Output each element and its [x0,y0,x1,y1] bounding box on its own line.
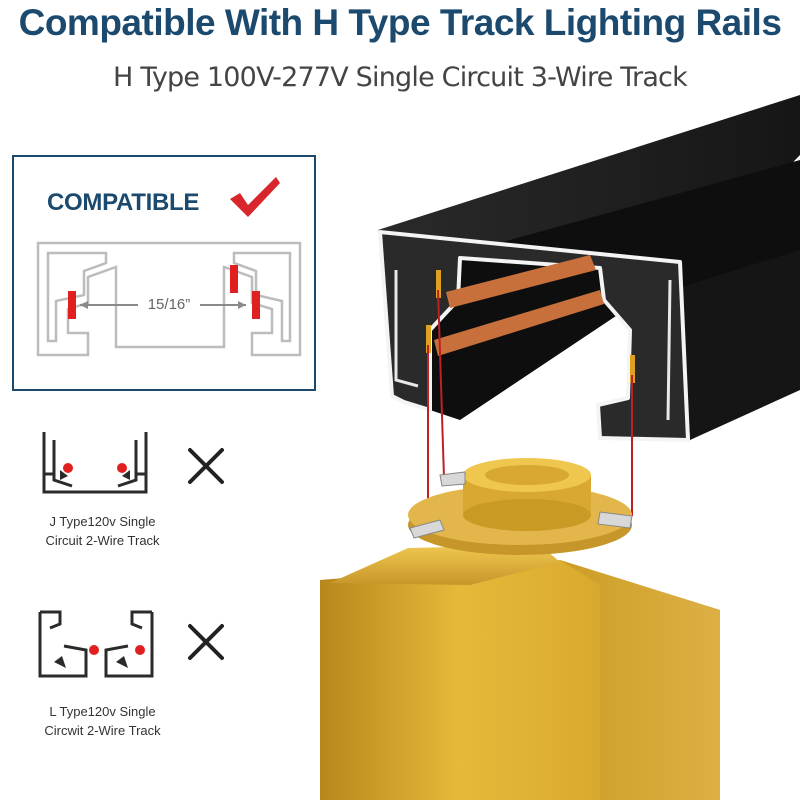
contact-line [437,289,445,479]
caption-line: J Type120v Single [49,514,156,529]
contact-marker [135,645,145,655]
j-type-caption: J Type120v Single Circuit 2-Wire Track [20,512,185,550]
cross-icon [188,624,224,660]
contact-marker [230,265,238,293]
dimension-label: 15/16” [147,296,191,313]
caption-line: Circwit 2-Wire Track [44,723,161,738]
compatible-panel: COMPATIBLE 15/16” [12,155,316,391]
track-adapter [320,458,720,800]
h-track-diagram [36,241,302,357]
l-track-diagram [38,610,154,678]
cross-icon [188,448,224,484]
j-track-diagram [42,432,148,494]
copper-conductor [446,255,596,308]
check-mark-icon [230,177,280,217]
copper-conductor [434,290,604,356]
page-title: Compatible With H Type Track Lighting Ra… [18,2,782,43]
contact-marker [252,291,260,319]
contact-marker [63,463,73,473]
compatible-label: COMPATIBLE [47,189,200,216]
page-subtitle: H Type 100V-277V Single Circuit 3-Wire T… [113,62,688,93]
contact-marker [89,645,99,655]
contact-marker [68,291,76,319]
caption-line: L Type120v Single [49,704,156,719]
caption-line: Circuit 2-Wire Track [45,533,160,548]
contact-marker [117,463,127,473]
track-rail [378,95,800,520]
l-type-caption: L Type120v Single Circwit 2-Wire Track [20,702,185,740]
